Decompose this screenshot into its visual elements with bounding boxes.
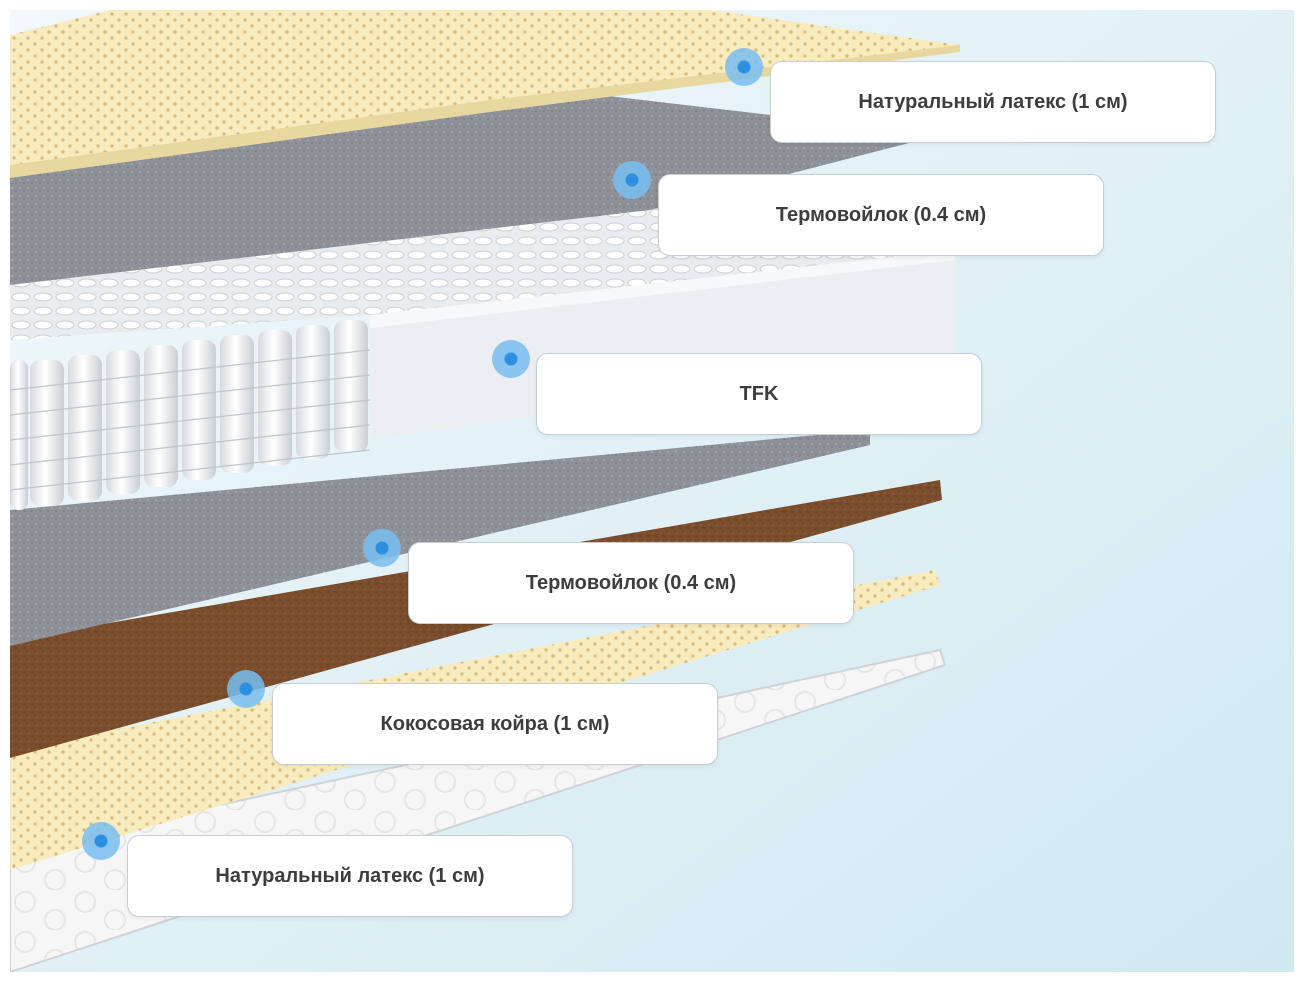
marker-icon bbox=[363, 529, 401, 567]
marker-icon bbox=[227, 670, 265, 708]
layer-label: TFK bbox=[536, 353, 982, 435]
top-latex-edge bbox=[10, 45, 960, 178]
marker-icon bbox=[725, 48, 763, 86]
layer-label: Натуральный латекс (1 см) bbox=[770, 61, 1216, 143]
marker-icon bbox=[613, 161, 651, 199]
marker-icon bbox=[492, 340, 530, 378]
mattress-diagram: Натуральный латекс (1 см) Термовойлок (0… bbox=[10, 10, 1294, 972]
marker-icon bbox=[82, 822, 120, 860]
layer-label: Термовойлок (0.4 см) bbox=[408, 542, 854, 624]
layer-label: Термовойлок (0.4 см) bbox=[658, 174, 1104, 256]
layer-label: Кокосовая койра (1 см) bbox=[272, 683, 718, 765]
layer-label: Натуральный латекс (1 см) bbox=[127, 835, 573, 917]
lower-felt-layer bbox=[10, 430, 870, 646]
mattress-layers-illustration bbox=[10, 10, 1294, 972]
spring-coils bbox=[10, 320, 371, 510]
foam-side bbox=[370, 250, 955, 440]
foam-top-edge bbox=[370, 250, 955, 328]
